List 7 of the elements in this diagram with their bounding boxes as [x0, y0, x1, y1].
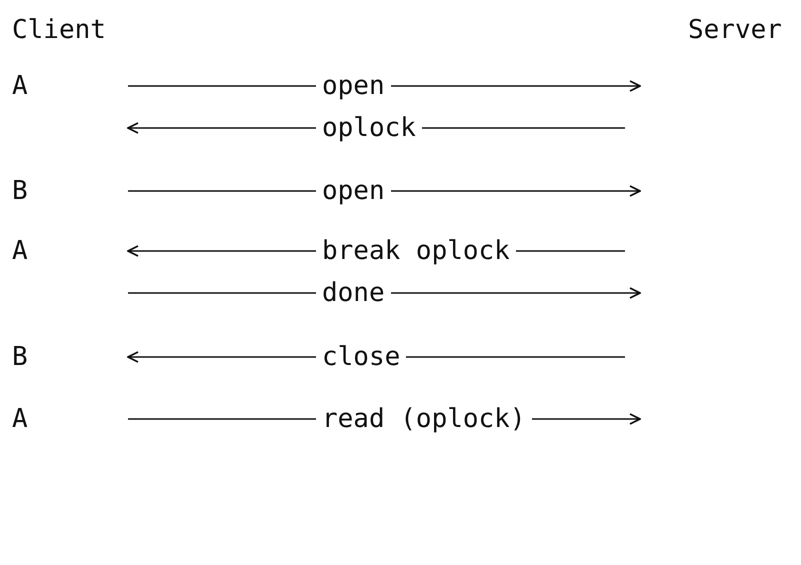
- client-label: A: [12, 235, 28, 268]
- participant-label: Client: [12, 13, 106, 47]
- client-label: B: [12, 175, 28, 208]
- client-label: A: [12, 403, 28, 436]
- participant-label: Server: [688, 13, 782, 47]
- client-label: B: [12, 341, 28, 374]
- client-label: A: [12, 70, 28, 103]
